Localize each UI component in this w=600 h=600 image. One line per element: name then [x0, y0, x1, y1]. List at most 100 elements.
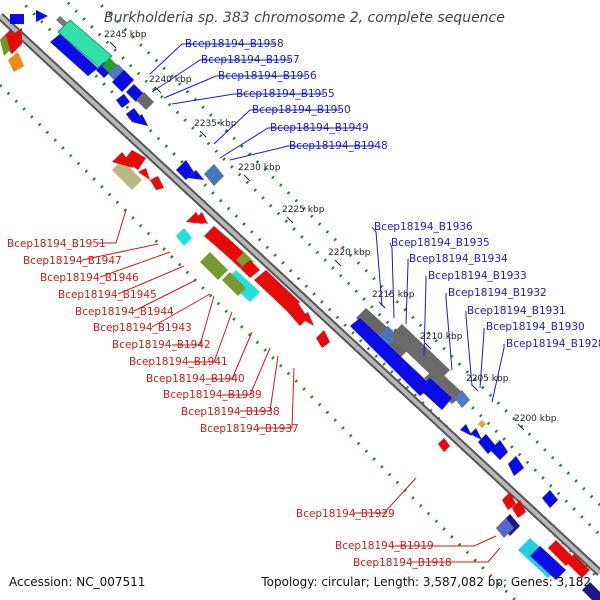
- gene-arrow[interactable]: [390, 324, 450, 382]
- gene-label[interactable]: Bcep18194_B1935: [391, 237, 490, 249]
- gene-arrow[interactable]: [112, 70, 134, 92]
- gene-arrow[interactable]: [0, 30, 22, 54]
- gene-arrow[interactable]: [36, 10, 48, 22]
- gene-label[interactable]: Bcep18194_B1946: [40, 272, 139, 284]
- gene-arrow[interactable]: [424, 368, 464, 404]
- gene-arrow[interactable]: [194, 212, 208, 224]
- gene-arrow[interactable]: [176, 228, 192, 246]
- gene-arrow[interactable]: [240, 260, 260, 278]
- gene-arrow[interactable]: [138, 168, 150, 180]
- tick-label: 2245 kbp: [104, 30, 147, 40]
- gene-label[interactable]: Bcep18194_B1933: [428, 270, 527, 282]
- gene-label[interactable]: Bcep18194_B1928: [506, 338, 600, 350]
- gene-arrow[interactable]: [188, 170, 204, 180]
- gene-label[interactable]: Bcep18194_B1950: [252, 104, 351, 116]
- gene-label[interactable]: Bcep18194_B1919: [335, 540, 434, 552]
- accession-text: Accession: NC_007511: [9, 575, 145, 589]
- gene-arrow[interactable]: [512, 500, 526, 518]
- gene-label[interactable]: Bcep18194_B1940: [146, 373, 245, 385]
- gene-label[interactable]: Bcep18194_B1931: [467, 305, 566, 317]
- gene-arrow[interactable]: [438, 438, 450, 452]
- map-title: Burkholderia sp. 383 chromosome 2, compl…: [104, 10, 505, 26]
- gene-arrow[interactable]: [454, 390, 470, 408]
- tick-label: 2220 kbp: [328, 248, 371, 258]
- gene-label[interactable]: Bcep18194_B1941: [129, 356, 228, 368]
- gene-arrow[interactable]: [112, 152, 134, 168]
- gene-label[interactable]: Bcep18194_B1943: [93, 322, 192, 334]
- gene-arrow[interactable]: [418, 378, 452, 410]
- gene-arrow[interactable]: [530, 546, 566, 580]
- gene-label[interactable]: Bcep18194_B1942: [112, 339, 211, 351]
- gene-label[interactable]: Bcep18194_B1934: [409, 253, 508, 265]
- gene-arrow[interactable]: [204, 164, 224, 186]
- gene-label[interactable]: Bcep18194_B1918: [353, 557, 452, 569]
- gene-arrow[interactable]: [50, 34, 98, 76]
- gene-label[interactable]: Bcep18194_B1948: [289, 140, 388, 152]
- gene-arrow[interactable]: [112, 160, 142, 190]
- gene-arrow[interactable]: [300, 312, 314, 326]
- gene-label[interactable]: Bcep18194_B1929: [296, 508, 395, 520]
- gene-arrow[interactable]: [10, 28, 22, 44]
- gene-label[interactable]: Bcep18194_B1944: [75, 306, 174, 318]
- gene-label[interactable]: Bcep18194_B1936: [374, 221, 473, 233]
- gene-arrow[interactable]: [136, 92, 154, 110]
- reverse-gene-labels: Bcep18194_B1951 Bcep18194_B1947 Bcep1819…: [7, 238, 452, 569]
- gene-arrow[interactable]: [502, 492, 516, 510]
- gene-arrow[interactable]: [460, 424, 472, 436]
- gene-arrow[interactable]: [57, 19, 113, 69]
- gene-label[interactable]: Bcep18194_B1955: [236, 88, 335, 100]
- gene-arrow[interactable]: [286, 300, 308, 326]
- gene-arrow[interactable]: [542, 490, 558, 508]
- gene-label[interactable]: Bcep18194_B1938: [181, 406, 280, 418]
- gene-label[interactable]: Bcep18194_B1945: [58, 289, 157, 301]
- gene-label[interactable]: Bcep18194_B1947: [23, 255, 122, 267]
- tick-label: 2230 kbp: [238, 163, 281, 173]
- gene-arrow[interactable]: [200, 252, 228, 280]
- outer-guide-1: [62, 0, 600, 537]
- gene-arrow[interactable]: [566, 554, 590, 578]
- gene-label[interactable]: Bcep18194_B1951: [7, 238, 106, 250]
- gene-label[interactable]: Bcep18194_B1930: [486, 321, 585, 333]
- gene-arrow[interactable]: [8, 52, 24, 72]
- label-connectors: [81, 43, 505, 563]
- gene-arrow[interactable]: [222, 272, 246, 296]
- forward-genes: [10, 10, 558, 508]
- gene-label[interactable]: Bcep18194_B1958: [185, 38, 284, 50]
- gene-arrow[interactable]: [316, 330, 330, 348]
- reverse-genes: [0, 28, 600, 600]
- gene-arrow[interactable]: [254, 270, 300, 312]
- gene-label[interactable]: Bcep18194_B1957: [201, 54, 300, 66]
- gene-arrow[interactable]: [508, 456, 524, 476]
- gene-label[interactable]: Bcep18194_B1949: [270, 122, 369, 134]
- gene-arrow[interactable]: [548, 540, 574, 566]
- inner-guide-2: [0, 83, 517, 600]
- gene-arrow[interactable]: [490, 440, 508, 460]
- forward-gene-labels: Bcep18194_B1958 Bcep18194_B1957 Bcep1819…: [185, 38, 600, 350]
- gene-label[interactable]: Bcep18194_B1937: [200, 423, 299, 435]
- gene-arrow[interactable]: [150, 176, 164, 190]
- gene-arrow[interactable]: [496, 518, 514, 538]
- gene-arrow[interactable]: [132, 114, 148, 126]
- gene-label[interactable]: Bcep18194_B1939: [163, 389, 262, 401]
- gene-arrow[interactable]: [0, 36, 10, 56]
- gene-arrow[interactable]: [124, 150, 146, 170]
- tick-label: 2200 kbp: [514, 414, 557, 424]
- gene-arrow[interactable]: [176, 160, 194, 180]
- gene-arrow[interactable]: [582, 582, 600, 600]
- tick-label: 2205 kbp: [466, 374, 509, 384]
- tick-label: 2235 kbp: [194, 119, 237, 129]
- gene-arrow[interactable]: [470, 428, 482, 440]
- gene-arrow[interactable]: [116, 94, 130, 108]
- gene-arrow[interactable]: [10, 14, 24, 24]
- tick-label: 2210 kbp: [420, 332, 463, 342]
- gene-label[interactable]: Bcep18194_B1956: [218, 70, 317, 82]
- gene-arrow[interactable]: [478, 420, 486, 428]
- gene-label[interactable]: Bcep18194_B1932: [448, 287, 547, 299]
- topology-text: Topology: circular; Length: 3,587,082 bp…: [260, 575, 591, 589]
- tick-label: 2225 kbp: [282, 205, 325, 215]
- chromosome-backbone: [0, 13, 600, 576]
- gene-arrow[interactable]: [350, 318, 432, 396]
